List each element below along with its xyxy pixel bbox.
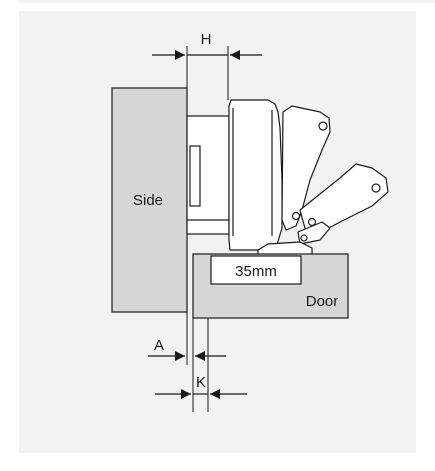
mounting-plate [186,115,230,235]
hinge-body [228,99,389,257]
top-divider [19,0,435,3]
door-label: Door [306,293,339,310]
cup-label: 35mm [235,263,277,280]
side-label: Side [133,192,163,209]
dimension-k-label: K [196,374,206,391]
hinge-cup [210,255,302,285]
dimension-a-label: A [154,337,164,354]
dimension-h-label: H [201,31,212,48]
side-panel [111,87,188,313]
